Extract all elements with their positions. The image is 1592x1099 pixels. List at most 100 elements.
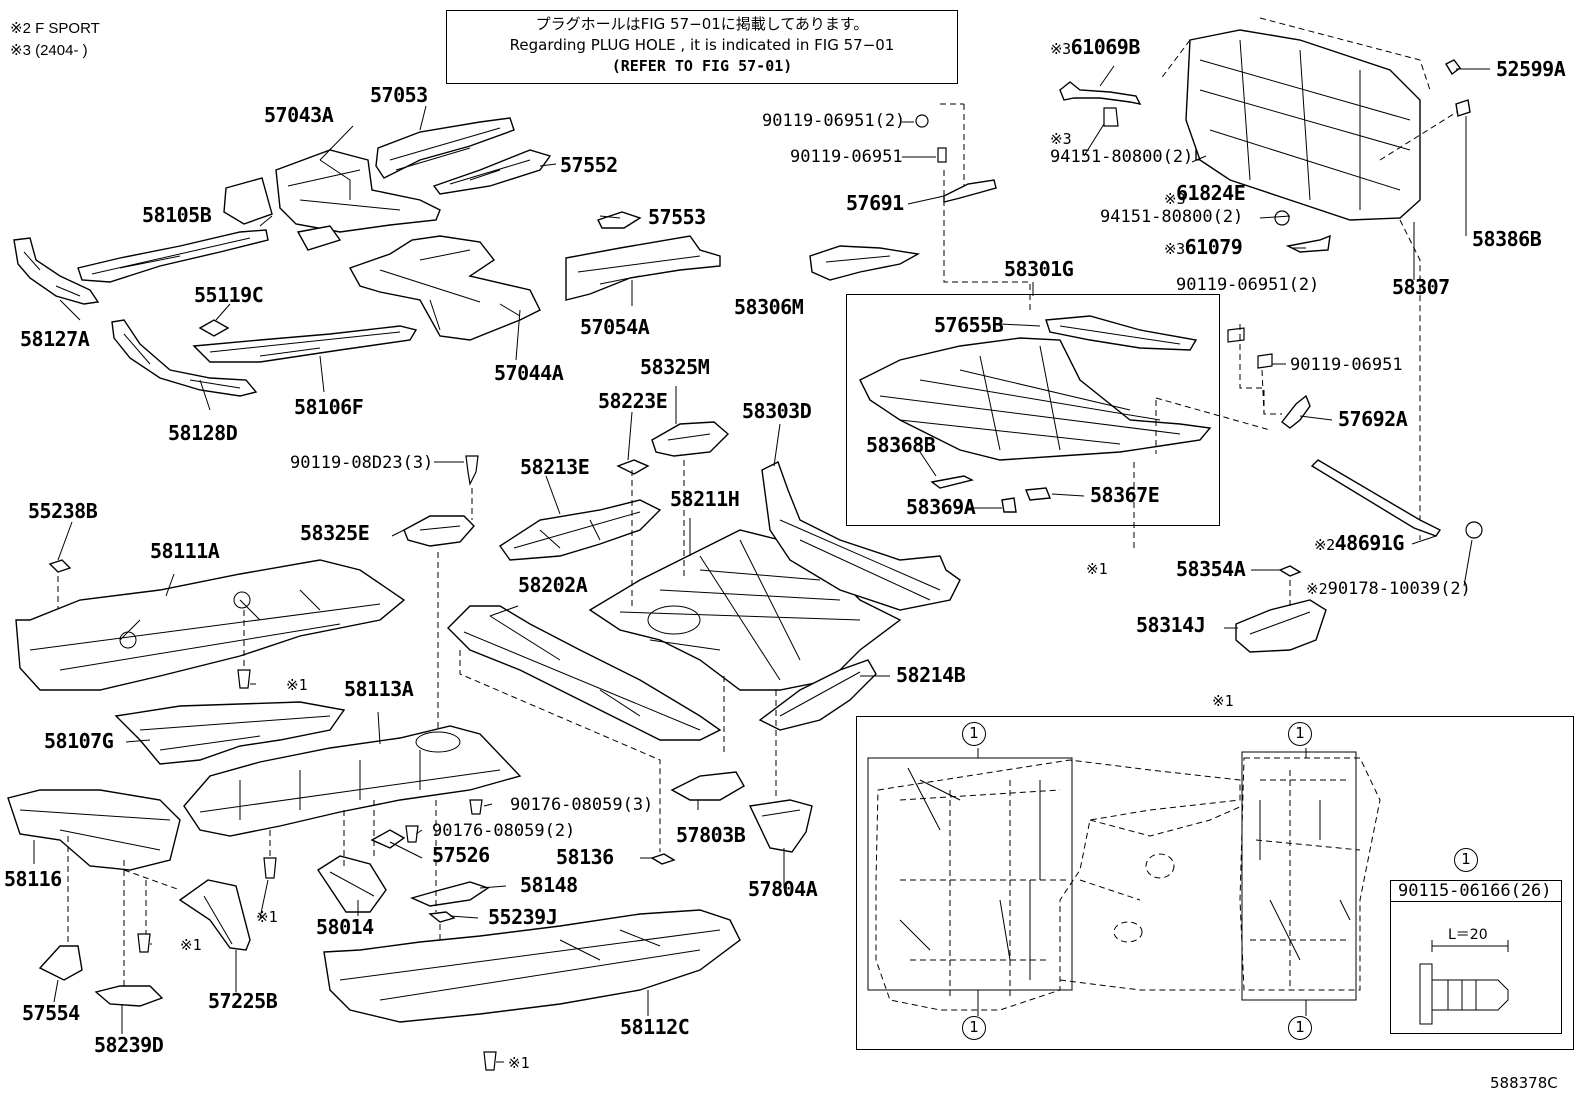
part-52599A: [1445, 59, 1461, 76]
label-57526[interactable]: 57526: [432, 843, 490, 867]
label-61824E[interactable]: 61824E: [1176, 181, 1246, 205]
part-61079: [1285, 234, 1331, 253]
part-58116: [7, 789, 181, 871]
part-48691G: [1310, 459, 1442, 537]
frame-bolt-spec-header: [1390, 880, 1562, 902]
note-2-mark-90178: ※2: [1306, 580, 1328, 598]
label-57692A[interactable]: 57692A: [1338, 407, 1408, 431]
label-58116[interactable]: 58116: [4, 867, 62, 891]
label-55119C[interactable]: 55119C: [194, 283, 264, 307]
part-58314J: [1235, 599, 1327, 653]
label-58369A[interactable]: 58369A: [906, 495, 976, 519]
label-90176-08059-2[interactable]: 90176-08059(2): [432, 821, 576, 841]
label-58105B[interactable]: 58105B: [142, 203, 212, 227]
label-57053[interactable]: 57053: [370, 83, 428, 107]
label-58106F[interactable]: 58106F: [294, 395, 364, 419]
note-1-frame-mark: ※1: [1212, 692, 1234, 710]
label-52599A[interactable]: 52599A: [1496, 57, 1566, 81]
callout-1-top-left: 1: [962, 722, 986, 746]
label-58213E[interactable]: 58213E: [520, 455, 590, 479]
label-58014[interactable]: 58014: [316, 915, 374, 939]
label-90119-06951-a[interactable]: 90119-06951: [790, 147, 903, 167]
label-58354A[interactable]: 58354A: [1176, 557, 1246, 581]
label-58202A[interactable]: 58202A: [518, 573, 588, 597]
label-57553[interactable]: 57553: [648, 205, 706, 229]
label-90115-06166[interactable]: 90115-06166(26): [1398, 881, 1552, 901]
label-58314J[interactable]: 58314J: [1136, 613, 1206, 637]
label-58306M[interactable]: 58306M: [734, 295, 804, 319]
label-58211H[interactable]: 58211H: [670, 487, 740, 511]
label-48691G[interactable]: ※248691G: [1314, 533, 1404, 554]
label-94151-80800-b[interactable]: 94151-80800(2): [1100, 207, 1244, 227]
label-90119-08D23[interactable]: 90119-08D23(3): [290, 453, 434, 473]
label-61079[interactable]: ※361079: [1164, 237, 1243, 258]
label-57043A[interactable]: 57043A: [264, 103, 334, 127]
note-2-mark-48691G: ※2: [1314, 536, 1335, 554]
label-58386B[interactable]: 58386B: [1472, 227, 1542, 251]
bolt-dimension-drawing: [1419, 940, 1509, 1025]
part-55238B: [48, 559, 72, 573]
label-57691[interactable]: 57691: [846, 191, 904, 215]
part-57803B: [670, 771, 745, 801]
part-58202A: [447, 605, 722, 741]
note-1-mark-58111A: ※1: [286, 676, 308, 694]
frame-bolt-spec: [1390, 880, 1562, 1034]
label-58111A[interactable]: 58111A: [150, 539, 220, 563]
label-90119-06951-2-a[interactable]: 90119-06951(2): [762, 111, 906, 131]
label-55239J[interactable]: 55239J: [488, 905, 558, 929]
part-58223E: [616, 459, 650, 475]
label-57225B[interactable]: 57225B: [208, 989, 278, 1013]
part-57554: [38, 945, 83, 981]
label-58214B[interactable]: 58214B: [896, 663, 966, 687]
label-55238B[interactable]: 55238B: [28, 499, 98, 523]
note-1-mark-58014: ※1: [256, 908, 278, 926]
callout-1-top-right: 1: [1288, 722, 1312, 746]
label-58303D[interactable]: 58303D: [742, 399, 812, 423]
label-90178-10039[interactable]: ※290178-10039(2): [1306, 580, 1471, 598]
label-58128D[interactable]: 58128D: [168, 421, 238, 445]
label-57803B[interactable]: 57803B: [676, 823, 746, 847]
label-58301G[interactable]: 58301G: [1004, 257, 1074, 281]
label-58148[interactable]: 58148: [520, 873, 578, 897]
label-90119-06951-2-b[interactable]: 90119-06951(2): [1176, 275, 1320, 295]
label-57552[interactable]: 57552: [560, 153, 618, 177]
label-58136[interactable]: 58136: [556, 845, 614, 869]
label-58368B[interactable]: 58368B: [866, 433, 936, 457]
label-90119-06951-b[interactable]: 90119-06951: [1290, 355, 1403, 375]
label-58112C[interactable]: 58112C: [620, 1015, 690, 1039]
part-55119C: [198, 319, 230, 337]
part-58325M: [651, 421, 730, 457]
label-58325M[interactable]: 58325M: [640, 355, 710, 379]
label-57804A[interactable]: 57804A: [748, 877, 818, 901]
label-57655B[interactable]: 57655B: [934, 313, 1004, 337]
label-61069B-text: 61069B: [1070, 35, 1141, 59]
label-58239D[interactable]: 58239D: [94, 1033, 164, 1057]
part-58113A: [183, 725, 522, 837]
label-58107G[interactable]: 58107G: [44, 729, 114, 753]
label-58325E[interactable]: 58325E: [300, 521, 370, 545]
part-61069B: [1059, 81, 1142, 105]
part-58325E: [403, 515, 475, 547]
fastener-location-views: [867, 748, 1381, 1016]
label-94151-80800-a[interactable]: 94151-80800(2): [1050, 147, 1194, 167]
note-3-mark-94151b: ※3: [1164, 190, 1186, 208]
label-57054A[interactable]: 57054A: [580, 315, 650, 339]
label-58127A[interactable]: 58127A: [20, 327, 90, 351]
leader-lines: [33, 65, 1490, 1063]
notice-line-ref: (REFER TO FIG 57-01): [611, 57, 793, 75]
part-58128D: [111, 319, 258, 397]
note-1-mark-58367E: ※1: [1086, 560, 1108, 578]
part-55239J: [428, 911, 456, 923]
label-58367E[interactable]: 58367E: [1090, 483, 1160, 507]
part-58367E: [1025, 487, 1051, 501]
label-58223E[interactable]: 58223E: [598, 389, 668, 413]
label-61069B[interactable]: ※361069B: [1050, 35, 1141, 59]
figure-id: 588378C: [1490, 1074, 1558, 1092]
label-90176-08059-3[interactable]: 90176-08059(3): [510, 795, 654, 815]
label-58307[interactable]: 58307: [1392, 275, 1450, 299]
label-57044A[interactable]: 57044A: [494, 361, 564, 385]
part-57526: [370, 829, 406, 849]
label-58113A[interactable]: 58113A: [344, 677, 414, 701]
label-57554[interactable]: 57554: [22, 1001, 80, 1025]
callout-1-bottom-left: 1: [962, 1016, 986, 1040]
